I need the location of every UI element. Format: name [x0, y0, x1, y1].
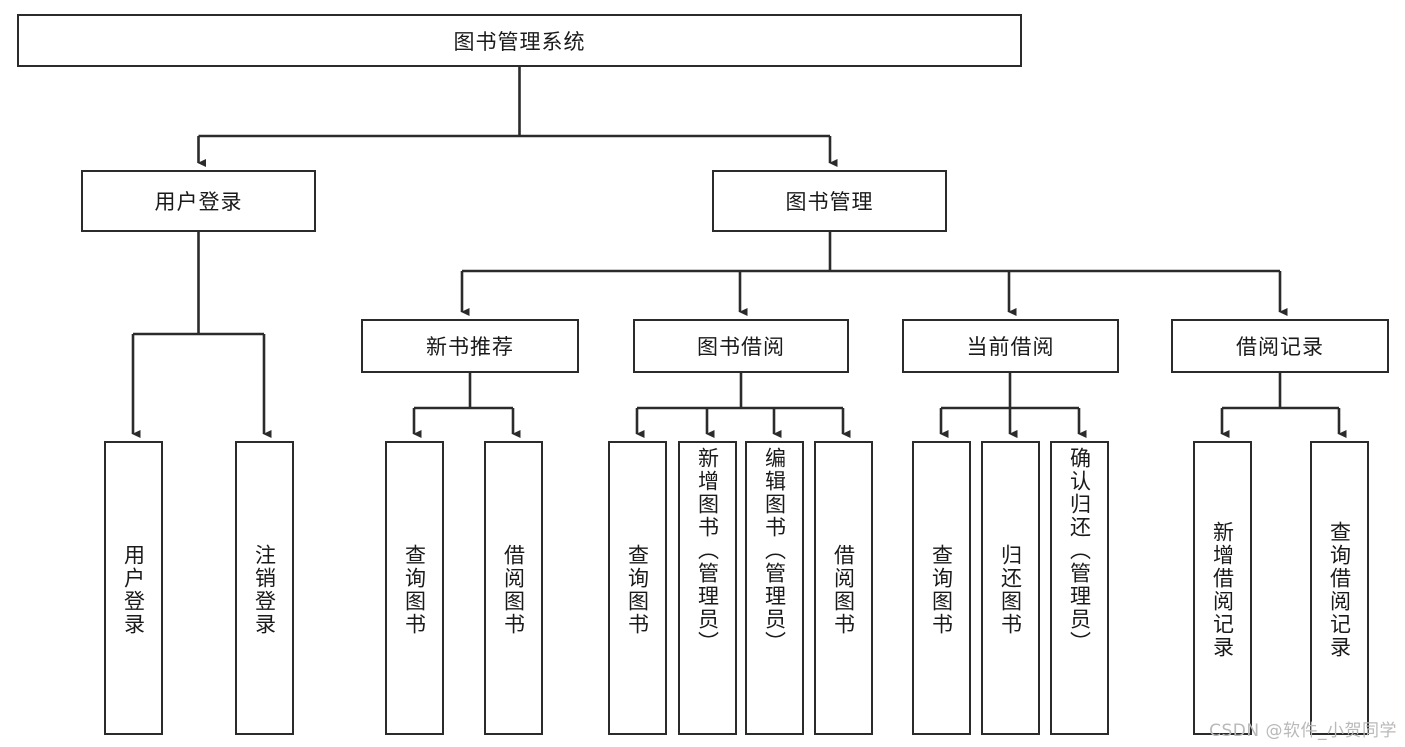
- node-user-login[interactable]: 用户登录: [81, 170, 316, 232]
- csdn-watermark: CSDN @软件_小贺同学: [1209, 721, 1397, 741]
- node-label: 用户登录: [121, 544, 146, 636]
- node-label: 借阅记录: [1236, 335, 1324, 359]
- leaf-query-book-borrow[interactable]: 查询图书: [608, 441, 667, 735]
- node-label: 新增图书（管理员）: [695, 447, 720, 654]
- node-label: 借阅图书: [831, 544, 856, 636]
- leaf-user-login[interactable]: 用户登录: [104, 441, 163, 735]
- node-new-book-recommend[interactable]: 新书推荐: [361, 319, 579, 373]
- node-label: 确认归还（管理员）: [1067, 447, 1092, 654]
- node-label: 编辑图书（管理员）: [762, 447, 787, 654]
- node-borrow-record[interactable]: 借阅记录: [1171, 319, 1389, 373]
- node-label: 图书管理: [785, 190, 874, 214]
- leaf-confirm-return-admin[interactable]: 确认归还（管理员）: [1050, 441, 1109, 735]
- node-current-borrow[interactable]: 当前借阅: [902, 319, 1119, 373]
- node-label: 查询图书: [929, 544, 954, 636]
- leaf-query-borrow-record[interactable]: 查询借阅记录: [1310, 441, 1369, 735]
- leaf-add-borrow-record[interactable]: 新增借阅记录: [1193, 441, 1252, 735]
- node-label: 当前借阅: [966, 335, 1055, 359]
- node-label: 图书管理系统: [453, 29, 586, 54]
- node-root-book-management-system[interactable]: 图书管理系统: [17, 14, 1022, 67]
- leaf-borrow-book-recommend[interactable]: 借阅图书: [484, 441, 543, 735]
- node-label: 注销登录: [252, 544, 277, 636]
- node-label: 借阅图书: [501, 544, 526, 636]
- node-book-management[interactable]: 图书管理: [712, 170, 947, 232]
- leaf-borrow-book[interactable]: 借阅图书: [814, 441, 873, 735]
- leaf-edit-book-admin[interactable]: 编辑图书（管理员）: [745, 441, 804, 735]
- node-label: 新书推荐: [426, 335, 514, 359]
- node-label: 查询图书: [402, 544, 427, 636]
- leaf-add-book-admin[interactable]: 新增图书（管理员）: [678, 441, 737, 735]
- leaf-return-book[interactable]: 归还图书: [981, 441, 1040, 735]
- node-book-borrow[interactable]: 图书借阅: [633, 319, 849, 373]
- node-label: 图书借阅: [697, 335, 785, 359]
- leaf-query-book-recommend[interactable]: 查询图书: [385, 441, 444, 735]
- leaf-query-book-current[interactable]: 查询图书: [912, 441, 971, 735]
- node-label: 归还图书: [998, 544, 1023, 636]
- node-label: 用户登录: [154, 190, 243, 214]
- node-label: 查询借阅记录: [1327, 521, 1352, 659]
- node-label: 新增借阅记录: [1210, 521, 1235, 659]
- leaf-logout-login[interactable]: 注销登录: [235, 441, 294, 735]
- node-label: 查询图书: [625, 544, 650, 636]
